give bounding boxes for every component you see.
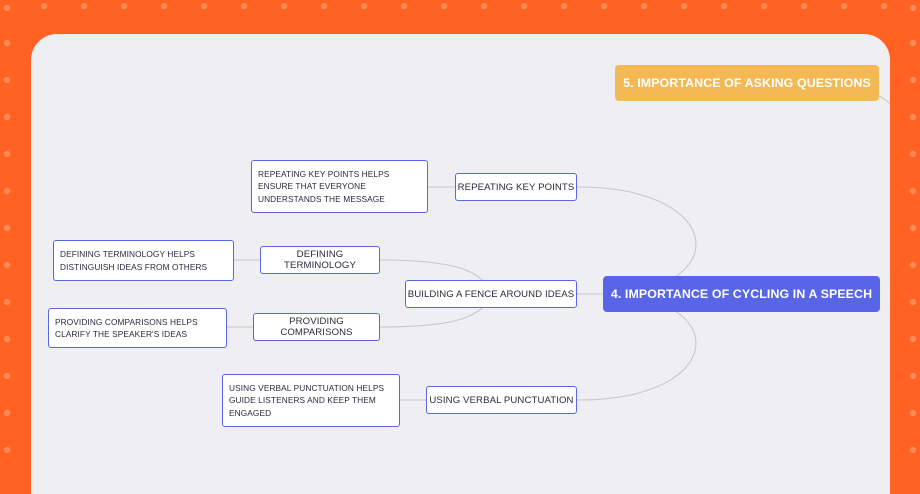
repeating-detail-text: REPEATING KEY POINTS HELPS ENSURE THAT E…: [258, 168, 390, 204]
main-topic-label: 4. IMPORTANCE OF CYCLING IN A SPEECH: [610, 287, 873, 301]
punctuation-detail-text: USING VERBAL PUNCTUATION HELPS GUIDE LIS…: [229, 382, 385, 418]
punctuation-detail-node[interactable]: USING VERBAL PUNCTUATION HELPS GUIDE LIS…: [222, 374, 400, 427]
repeating-key-points-node[interactable]: REPEATING KEY POINTS: [455, 173, 577, 201]
verbal-punctuation-node[interactable]: USING VERBAL PUNCTUATION: [426, 386, 577, 414]
building-fence-label: BUILDING A FENCE AROUND IDEAS: [407, 288, 575, 300]
terminology-detail-node[interactable]: DEFINING TERMINOLOGY HELPS DISTINGUISH I…: [53, 240, 234, 281]
topic-5-node[interactable]: 5. IMPORTANCE OF ASKING QUESTIONS: [615, 65, 879, 101]
repeating-detail-node[interactable]: REPEATING KEY POINTS HELPS ENSURE THAT E…: [251, 160, 428, 213]
defining-terminology-node[interactable]: DEFINING TERMINOLOGY: [260, 246, 380, 274]
topic-5-label: 5. IMPORTANCE OF ASKING QUESTIONS: [623, 76, 871, 90]
providing-comparisons-node[interactable]: PROVIDING COMPARISONS: [253, 313, 380, 341]
providing-comparisons-label: PROVIDING COMPARISONS: [280, 316, 353, 338]
comparisons-detail-node[interactable]: PROVIDING COMPARISONS HELPS CLARIFY THE …: [48, 308, 227, 348]
repeating-key-points-label: REPEATING KEY POINTS: [457, 181, 575, 193]
comparisons-detail-text: PROVIDING COMPARISONS HELPS CLARIFY THE …: [55, 316, 198, 340]
verbal-punctuation-label: USING VERBAL PUNCTUATION: [429, 394, 574, 406]
mind-map-canvas[interactable]: 5. IMPORTANCE OF ASKING QUESTIONS 4. IMP…: [31, 34, 890, 494]
terminology-detail-text: DEFINING TERMINOLOGY HELPS DISTINGUISH I…: [60, 249, 208, 272]
building-fence-node[interactable]: BUILDING A FENCE AROUND IDEAS: [405, 280, 577, 308]
frame-dots: [3, 2, 917, 454]
defining-terminology-label: DEFINING TERMINOLOGY: [284, 249, 356, 271]
main-topic-node[interactable]: 4. IMPORTANCE OF CYCLING IN A SPEECH: [603, 276, 880, 312]
